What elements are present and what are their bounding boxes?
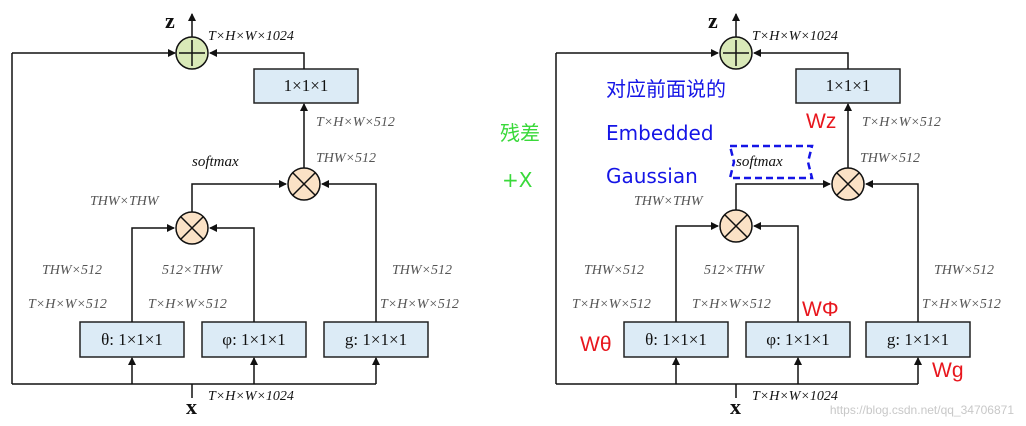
left-input-label: x bbox=[186, 394, 197, 419]
right-diagram: x T×H×W×1024 θ: 1×1×1 φ: 1×1×1 g: 1×1×1 … bbox=[500, 8, 1001, 419]
right-output-conv: 1×1×1 bbox=[795, 68, 901, 104]
left-add-icon bbox=[179, 40, 205, 66]
embedded-note-line1: 对应前面说的 bbox=[606, 77, 726, 101]
left-matmul-1-icon bbox=[180, 216, 204, 240]
right-theta-shape: T×H×W×512 bbox=[572, 297, 651, 312]
right-affinity-to-mul2 bbox=[735, 180, 831, 210]
wz-annotation: Wz bbox=[806, 110, 836, 133]
right-output-label: z bbox=[708, 8, 718, 33]
embedded-note-line2: Embedded bbox=[606, 121, 714, 145]
left-theta-shape: T×H×W×512 bbox=[28, 297, 107, 312]
embedded-note-line3: Gaussian bbox=[606, 164, 698, 188]
right-matmul-2-icon bbox=[836, 172, 860, 196]
left-phi-shape: T×H×W×512 bbox=[148, 297, 227, 312]
right-output-shape: T×H×W×1024 bbox=[752, 29, 838, 44]
right-add-icon bbox=[723, 40, 749, 66]
left-diagram: x T×H×W×1024 θ: 1×1×1 φ: 1×1×1 g: 1×1×1 … bbox=[11, 8, 459, 419]
wtheta-annotation: Wθ bbox=[580, 333, 612, 356]
left-theta-to-mul bbox=[131, 224, 175, 322]
right-phi-conv: φ: 1×1×1 bbox=[745, 321, 851, 358]
left-g-reshape: THW×512 bbox=[392, 263, 452, 278]
left-phi-conv-label: φ: 1×1×1 bbox=[222, 330, 285, 349]
right-input-label: x bbox=[730, 394, 741, 419]
left-convout-to-add bbox=[209, 49, 305, 69]
watermark: https://blog.csdn.net/qq_34706871 bbox=[830, 403, 1014, 417]
right-g-shape: T×H×W×512 bbox=[922, 297, 1001, 312]
right-g-reshape: THW×512 bbox=[934, 263, 994, 278]
left-affinity-shape: THW×THW bbox=[90, 194, 160, 209]
right-g-conv-label: g: 1×1×1 bbox=[887, 330, 949, 349]
right-affinity-shape: THW×THW bbox=[634, 194, 704, 209]
left-softmax-label: softmax bbox=[192, 154, 239, 170]
right-convout-to-add bbox=[753, 49, 849, 69]
softmax-highlight-box bbox=[728, 144, 814, 180]
left-output-label: z bbox=[165, 8, 175, 33]
residual-note-line1: 残差 bbox=[500, 121, 540, 145]
left-matmul-2-icon bbox=[292, 172, 316, 196]
left-convout-shape: T×H×W×512 bbox=[316, 115, 395, 130]
left-output-conv: 1×1×1 bbox=[253, 68, 359, 104]
left-phi-to-mul bbox=[209, 224, 255, 322]
wg-annotation: Wg bbox=[932, 359, 964, 382]
wphi-annotation: WΦ bbox=[802, 298, 839, 321]
right-phi-conv-label: φ: 1×1×1 bbox=[766, 330, 829, 349]
right-matmul-1-icon bbox=[724, 214, 748, 238]
left-weighted-shape: THW×512 bbox=[316, 151, 376, 166]
left-g-conv: g: 1×1×1 bbox=[323, 321, 429, 358]
left-output-conv-label: 1×1×1 bbox=[284, 76, 329, 95]
left-affinity-to-mul2 bbox=[191, 180, 287, 212]
left-phi-reshape: 512×THW bbox=[162, 263, 223, 278]
right-input-shape: T×H×W×1024 bbox=[752, 389, 838, 404]
right-phi-shape: T×H×W×512 bbox=[692, 297, 771, 312]
left-theta-conv-label: θ: 1×1×1 bbox=[101, 330, 163, 349]
left-g-shape: T×H×W×512 bbox=[380, 297, 459, 312]
left-g-conv-label: g: 1×1×1 bbox=[345, 330, 407, 349]
left-theta-reshape: THW×512 bbox=[42, 263, 102, 278]
left-output-shape: T×H×W×1024 bbox=[208, 29, 294, 44]
right-theta-to-mul bbox=[675, 222, 719, 322]
residual-note-line2: +X bbox=[502, 168, 533, 192]
right-phi-to-mul bbox=[753, 222, 799, 322]
right-convout-shape: T×H×W×512 bbox=[862, 115, 941, 130]
left-input-shape: T×H×W×1024 bbox=[208, 389, 294, 404]
right-weighted-shape: THW×512 bbox=[860, 151, 920, 166]
right-output-conv-label: 1×1×1 bbox=[826, 76, 871, 95]
right-phi-reshape: 512×THW bbox=[704, 263, 765, 278]
left-g-to-mul2 bbox=[321, 180, 377, 322]
right-theta-reshape: THW×512 bbox=[584, 263, 644, 278]
right-g-conv: g: 1×1×1 bbox=[865, 321, 971, 358]
right-theta-conv: θ: 1×1×1 bbox=[623, 321, 729, 358]
right-g-to-mul2 bbox=[865, 180, 919, 322]
right-theta-conv-label: θ: 1×1×1 bbox=[645, 330, 707, 349]
left-phi-conv: φ: 1×1×1 bbox=[201, 321, 307, 358]
right-softmax-label: softmax bbox=[736, 154, 783, 170]
left-theta-conv: θ: 1×1×1 bbox=[79, 321, 185, 358]
